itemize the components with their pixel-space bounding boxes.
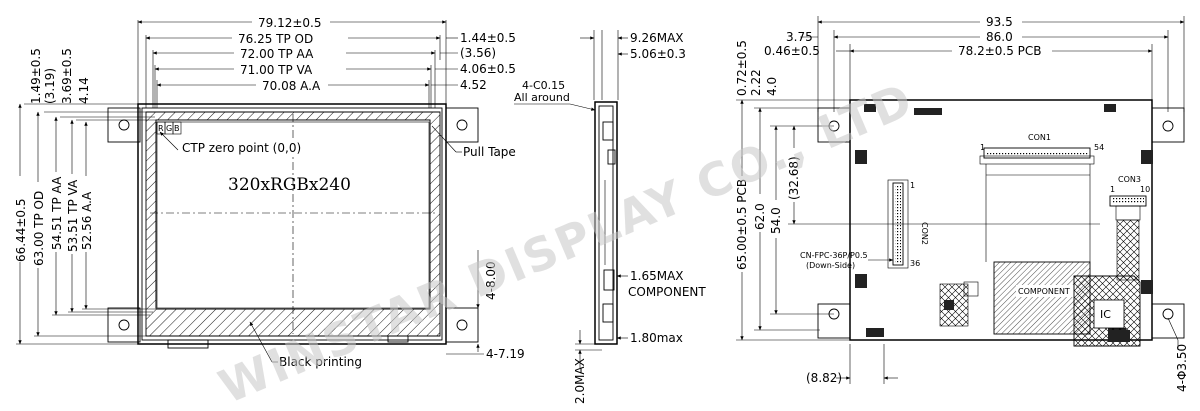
dim-tp-va-height: 53.51 TP VA <box>66 179 80 252</box>
pull-tape-label: Pull Tape <box>463 145 516 159</box>
back-view: 93.5 86.0 78.2±0.5 PCB 3.75 0.46±0.5 0.7… <box>735 15 1189 392</box>
back-pcb-height: 65.00±0.5 PCB <box>735 179 749 270</box>
pixel-r: R <box>158 124 164 133</box>
back-dim-62: 62.0 <box>753 203 767 230</box>
side-dim-5-06: 5.06±0.3 <box>630 47 686 61</box>
dim-left-top-4: 4.14 <box>77 77 91 104</box>
dim-tp-od-width: 76.25 TP OD <box>238 32 313 46</box>
fpc-side-label: (Down-Side) <box>806 261 855 270</box>
dim-left-top-3: 3.69±0.5 <box>60 48 74 104</box>
back-component-label: COMPONENT <box>1018 287 1070 296</box>
dim-outline-width: 79.12±0.5 <box>258 16 322 30</box>
back-dim-2-22: 2.22 <box>749 69 763 96</box>
dim-right-3: 4.06±0.5 <box>460 62 516 76</box>
side-component-max: 1.65MAX <box>630 269 684 283</box>
back-dim-3-75: 3.75 <box>786 30 813 44</box>
pixel-b: B <box>174 124 180 133</box>
dim-right-1: 1.44±0.5 <box>460 31 516 45</box>
dim-tp-aa-height: 54.51 TP AA <box>50 176 64 250</box>
all-around-label: All around <box>514 91 570 104</box>
hole-spacing-dim: 4-8.00 <box>484 261 498 300</box>
dim-left-top-1: 1.49±0.5 <box>29 48 43 104</box>
con1-pin-54: 54 <box>1094 143 1104 152</box>
fpc-spec-label: CN-FPC-36P/P0.5 <box>800 251 868 260</box>
dim-outline-height: 66.44±0.5 <box>14 199 28 263</box>
con2-label: CON2 <box>920 222 929 245</box>
back-dim-0-46: 0.46±0.5 <box>764 44 820 58</box>
pixel-g: G <box>166 124 172 133</box>
con3-label: CON3 <box>1118 175 1141 184</box>
side-dim-2-0: 2.0MAX <box>573 358 587 404</box>
con1-pin-1: 1 <box>980 143 985 152</box>
black-printing-label: Black printing <box>279 355 362 369</box>
dim-tp-aa-width: 72.00 TP AA <box>240 47 314 61</box>
dim-aa-height: 52.56 A.A <box>80 191 94 250</box>
con3-pin-1: 1 <box>1110 185 1115 194</box>
con3-pin-10: 10 <box>1140 185 1150 194</box>
side-component-label: COMPONENT <box>628 285 706 299</box>
dim-tp-od-height: 63.00 TP OD <box>32 191 46 266</box>
side-max-thickness: 9.26MAX <box>630 31 684 45</box>
back-pcb-width: 78.2±0.5 PCB <box>958 44 1042 58</box>
slot-dim: 4-7.19 <box>486 347 525 361</box>
side-dim-1-80: 1.80max <box>630 331 683 345</box>
back-hole-dim: 4-Φ3.50 <box>1175 344 1189 392</box>
back-dim-32-68: (32.68) <box>787 156 801 200</box>
chamfer-label: 4-C0.15 <box>522 79 565 92</box>
back-dim-4-0: 4.0 <box>765 77 779 96</box>
con2-pin-1: 1 <box>910 181 915 190</box>
back-dim-0-72: 0.72±0.5 <box>735 40 749 96</box>
side-view: 9.26MAX 5.06±0.3 4-C0.15 All around 1.65… <box>514 30 706 404</box>
back-dim-54: 54.0 <box>769 207 783 234</box>
back-dim-8-82: (8.82) <box>806 371 842 385</box>
back-overall-width: 93.5 <box>986 15 1013 29</box>
dim-right-2: (3.56) <box>460 46 496 60</box>
front-view: 79.12±0.5 76.25 TP OD 72.00 TP AA 71.00 … <box>13 15 525 369</box>
dim-left-top-2: (3.19) <box>43 68 57 104</box>
back-hole-pitch-width: 86.0 <box>986 30 1013 44</box>
dim-aa-width: 70.08 A.A <box>262 79 321 93</box>
ic-label: IC <box>1100 308 1111 321</box>
con1-label: CON1 <box>1028 133 1051 142</box>
ctp-zero-point-label: CTP zero point (0,0) <box>182 141 301 155</box>
resolution-label: 320xRGBx240 <box>228 175 351 195</box>
dim-right-4: 4.52 <box>460 78 487 92</box>
con2-pin-36: 36 <box>910 259 920 268</box>
dim-tp-va-width: 71.00 TP VA <box>240 63 313 77</box>
